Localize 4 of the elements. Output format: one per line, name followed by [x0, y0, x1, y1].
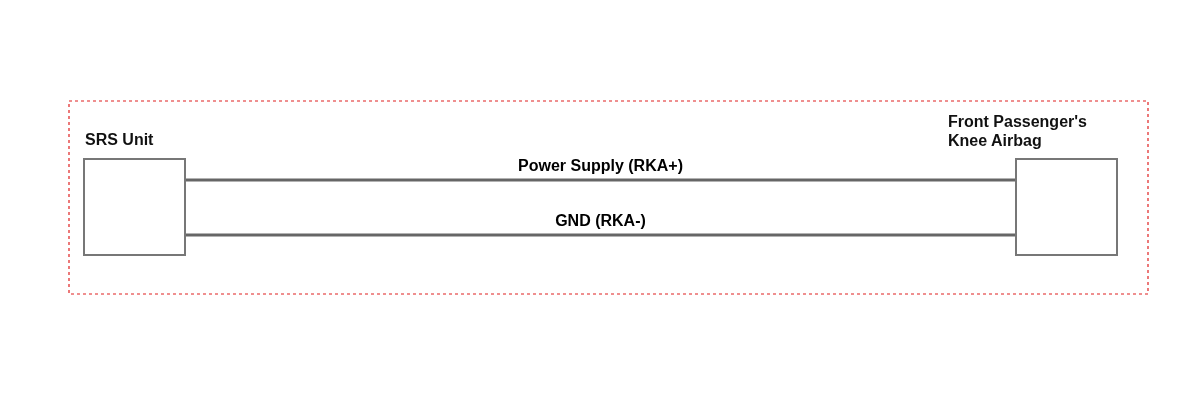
wire [186, 233, 1015, 237]
component-label: Front Passenger's Knee Airbag [948, 112, 1088, 150]
component-label: SRS Unit [85, 130, 154, 149]
wire [186, 178, 1015, 182]
